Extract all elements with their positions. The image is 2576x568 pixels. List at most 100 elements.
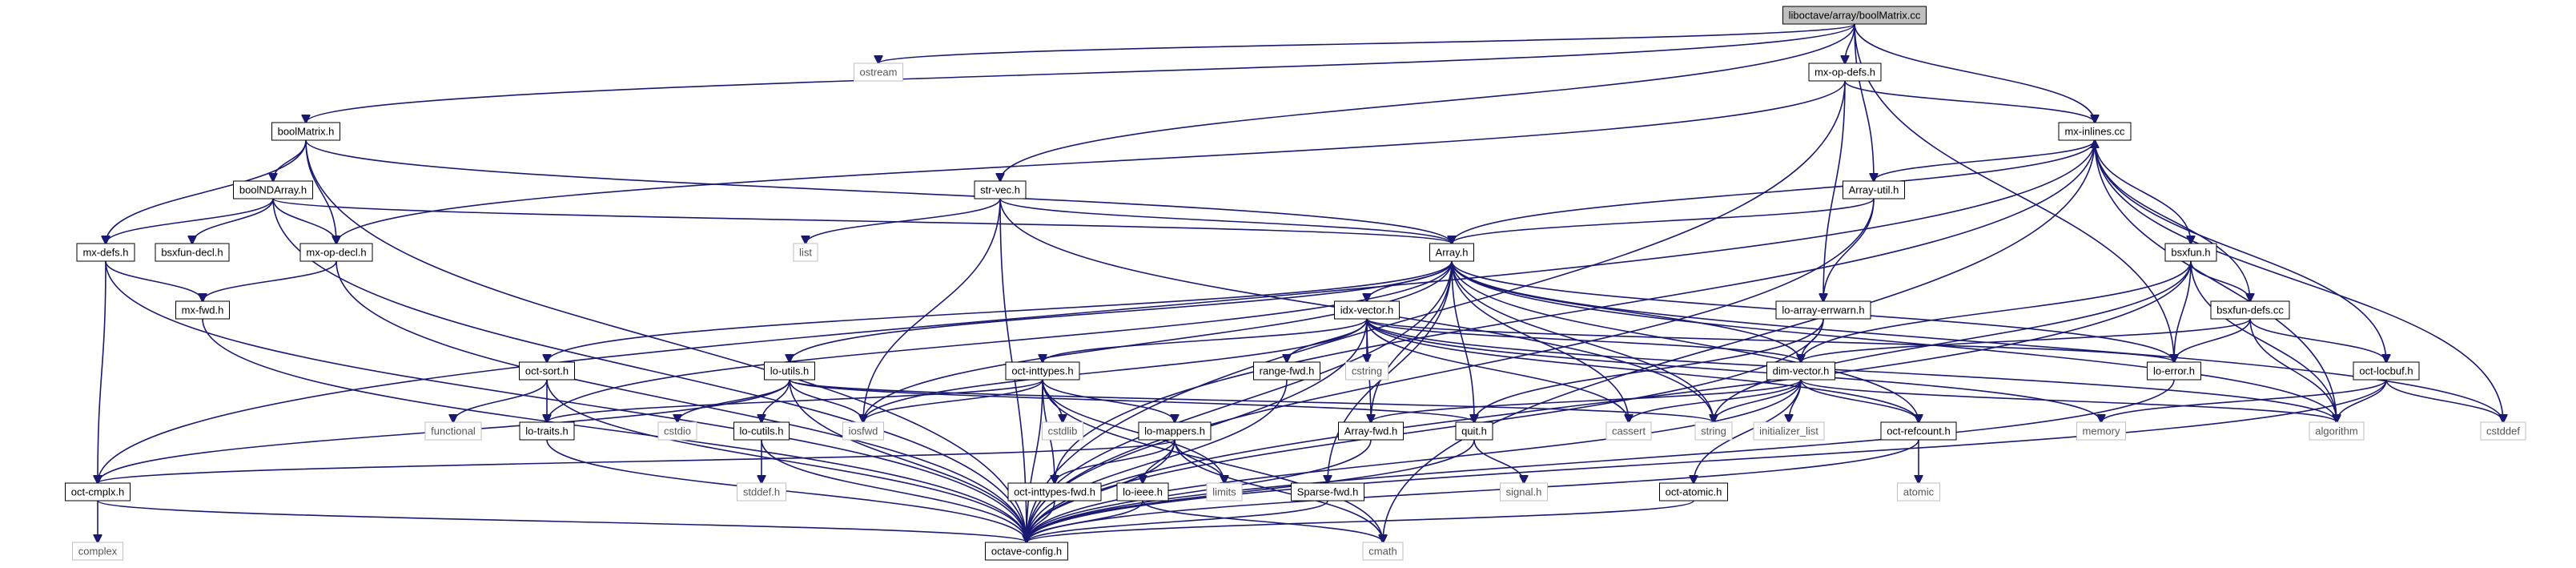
node-oct-inttypes-h[interactable]: oct-inttypes.h bbox=[1005, 361, 1080, 381]
node-box bbox=[1500, 482, 1548, 502]
edge-root-to-str-vec-h bbox=[1000, 23, 1855, 181]
node-lo-array-errwarn-h[interactable]: lo-array-errwarn.h bbox=[1775, 300, 1871, 320]
node-label: dim-vector.h bbox=[1773, 365, 1830, 377]
edge-lo-utils-h-to-cstdio bbox=[677, 379, 790, 422]
edge-idx-vector-h-to-cassert bbox=[1366, 318, 1629, 422]
node-oct-sort-h[interactable]: oct-sort.h bbox=[519, 361, 575, 381]
node-lo-traits-h[interactable]: lo-traits.h bbox=[519, 421, 575, 441]
edge-oct-sort-h-to-octave-config-h bbox=[546, 379, 1027, 542]
node-label: mx-op-decl.h bbox=[306, 247, 366, 259]
node-box bbox=[175, 300, 230, 320]
node-Array-h[interactable]: Array.h bbox=[1429, 243, 1474, 262]
edge-Array-util-h-to-Array-h bbox=[1452, 198, 1875, 244]
edge-Array-h-to-algorithm bbox=[1451, 260, 2337, 422]
node-Sparse-fwd-h[interactable]: Sparse-fwd.h bbox=[1291, 482, 1364, 502]
node-bsxfun-h[interactable]: bsxfun.h bbox=[2164, 243, 2217, 262]
node-label: Array.h bbox=[1436, 247, 1469, 259]
edge-lo-mappers-h-to-oct-cmplx-h bbox=[98, 439, 1175, 483]
edge-bsxfun-defs-cc-to-lo-error-h bbox=[2174, 318, 2251, 362]
node-lo-error-h[interactable]: lo-error.h bbox=[2147, 361, 2201, 381]
node-boolMatrix-h[interactable]: boolMatrix.h bbox=[271, 122, 340, 141]
node-label: cstddef bbox=[2486, 425, 2520, 437]
node-box bbox=[657, 421, 697, 441]
edge-dim-vector-h-to-string bbox=[1714, 379, 1802, 422]
node-Array-fwd-h[interactable]: Array-fwd.h bbox=[1338, 421, 1404, 441]
node-label: initializer_list bbox=[1759, 425, 1818, 437]
edge-str-vec-h-to-iosfwd bbox=[863, 198, 1001, 422]
node-boolNDArray-h[interactable]: boolNDArray.h bbox=[233, 180, 313, 199]
node-lo-utils-h[interactable]: lo-utils.h bbox=[764, 361, 815, 381]
edge-mx-inlines-cc-to-cmath bbox=[1383, 139, 2096, 542]
node-bsxfun-defs-cc[interactable]: bsxfun-defs.cc bbox=[2210, 300, 2290, 320]
node-label: cstdlib bbox=[1048, 425, 1078, 437]
edge-oct-locbuf-h-to-octave-config-h bbox=[1027, 379, 2387, 542]
node-label: oct-atomic.h bbox=[1666, 486, 1722, 498]
node-dim-vector-h[interactable]: dim-vector.h bbox=[1766, 361, 1835, 381]
node-box bbox=[2164, 243, 2217, 262]
node-oct-refcount-h[interactable]: oct-refcount.h bbox=[1880, 421, 1957, 441]
node-label: memory bbox=[2083, 425, 2120, 437]
node-label: complex bbox=[78, 546, 118, 558]
edge-str-vec-h-to-Array-h bbox=[999, 198, 1452, 244]
edge-str-vec-h-to-list bbox=[806, 198, 1001, 244]
edge-idx-vector-h-to-memory bbox=[1366, 318, 2101, 422]
edge-Array-h-to-oct-refcount-h bbox=[1451, 260, 1919, 422]
node-list: list bbox=[793, 243, 818, 262]
node-label: lo-ieee.h bbox=[1123, 486, 1163, 498]
node-quit-h[interactable]: quit.h bbox=[1455, 421, 1493, 441]
edge-boolNDArray-h-to-mx-op-decl-h bbox=[272, 198, 336, 244]
node-box bbox=[974, 180, 1027, 199]
node-box bbox=[1429, 243, 1474, 262]
node-bsxfun-decl-h[interactable]: bsxfun-decl.h bbox=[155, 243, 230, 262]
edge-mx-inlines-cc-to-oct-inttypes-fwd-h bbox=[1055, 139, 2096, 483]
node-label: stddef.h bbox=[743, 486, 780, 498]
node-box bbox=[1345, 361, 1388, 381]
node-root[interactable]: liboctave/array/boolMatrix.cc bbox=[1782, 6, 1927, 25]
node-string: string bbox=[1694, 421, 1733, 441]
node-cmath: cmath bbox=[1362, 542, 1404, 561]
node-box bbox=[424, 421, 482, 441]
node-mx-op-defs-h[interactable]: mx-op-defs.h bbox=[1808, 62, 1882, 82]
node-box bbox=[1455, 421, 1493, 441]
node-box bbox=[1362, 542, 1404, 561]
edge-dim-vector-h-to-oct-atomic-h bbox=[1694, 379, 1802, 483]
edge-Array-h-to-cstddef bbox=[1451, 260, 2503, 422]
node-box bbox=[733, 421, 790, 441]
edge-mx-inlines-cc-to-oct-locbuf-h bbox=[2094, 139, 2386, 362]
node-box bbox=[1766, 361, 1835, 381]
node-oct-atomic-h[interactable]: oct-atomic.h bbox=[1659, 482, 1728, 502]
node-range-fwd-h[interactable]: range-fwd.h bbox=[1253, 361, 1320, 381]
node-box bbox=[519, 421, 575, 441]
node-box bbox=[1694, 421, 1733, 441]
node-label: functional bbox=[431, 425, 476, 437]
edge-oct-inttypes-h-to-limits bbox=[1042, 379, 1224, 483]
node-lo-mappers-h[interactable]: lo-mappers.h bbox=[1138, 421, 1212, 441]
node-lo-cutils-h[interactable]: lo-cutils.h bbox=[733, 421, 790, 441]
node-label: Array-fwd.h bbox=[1344, 425, 1397, 437]
edge-Array-h-to-string bbox=[1451, 260, 1714, 422]
edge-Array-h-to-dim-vector-h bbox=[1451, 260, 1801, 362]
node-str-vec-h[interactable]: str-vec.h bbox=[974, 180, 1027, 199]
node-Array-util-h[interactable]: Array-util.h bbox=[1843, 180, 1905, 199]
node-mx-inlines-cc[interactable]: mx-inlines.cc bbox=[2058, 122, 2132, 141]
node-lo-ieee-h[interactable]: lo-ieee.h bbox=[1116, 482, 1169, 502]
node-octave-config-h[interactable]: octave-config.h bbox=[985, 542, 1068, 561]
edge-Array-h-to-lo-utils-h bbox=[790, 260, 1453, 362]
edge-mx-op-decl-h-to-mx-fwd-h bbox=[203, 260, 337, 301]
node-mx-op-decl-h[interactable]: mx-op-decl.h bbox=[299, 243, 373, 262]
node-oct-locbuf-h[interactable]: oct-locbuf.h bbox=[2353, 361, 2420, 381]
edge-dim-vector-h-to-oct-refcount-h bbox=[1800, 379, 1919, 422]
edge-mx-op-defs-h-to-mx-op-decl-h bbox=[336, 80, 1846, 244]
node-idx-vector-h[interactable]: idx-vector.h bbox=[1334, 300, 1400, 320]
node-label: oct-inttypes.h bbox=[1011, 365, 1073, 377]
edge-Array-h-to-oct-sort-h bbox=[547, 260, 1453, 362]
node-mx-defs-h[interactable]: mx-defs.h bbox=[76, 243, 135, 262]
node-label: cstring bbox=[1352, 365, 1382, 377]
node-cstring: cstring bbox=[1345, 361, 1388, 381]
node-label: lo-traits.h bbox=[525, 425, 568, 437]
node-label: oct-locbuf.h bbox=[2359, 365, 2413, 377]
node-oct-inttypes-fwd-h[interactable]: oct-inttypes-fwd.h bbox=[1007, 482, 1102, 502]
node-box bbox=[793, 243, 818, 262]
node-mx-fwd-h[interactable]: mx-fwd.h bbox=[175, 300, 230, 320]
node-oct-cmplx-h[interactable]: oct-cmplx.h bbox=[65, 482, 131, 502]
